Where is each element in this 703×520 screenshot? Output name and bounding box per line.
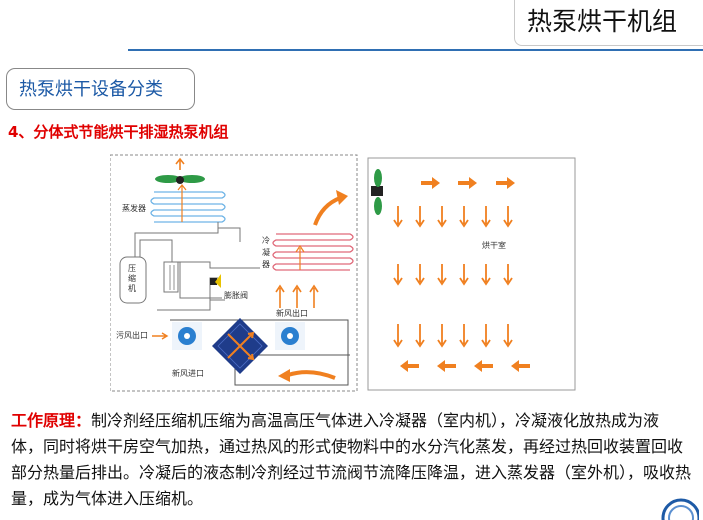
evaporator-inner-arrow: [177, 184, 187, 222]
heat-recovery-exchanger: [212, 318, 268, 374]
unit-frame: [110, 154, 358, 392]
exhaust-out-label: 污风出口: [116, 330, 148, 340]
working-principle-text: 制冷剂经压缩机压缩为高温高压气体进入冷凝器（室内机），冷凝液化放热成为液体，同时…: [11, 411, 692, 508]
drying-room-airflow-arrows: [393, 177, 530, 372]
expansion-valve-label: 膨胀阀: [224, 290, 248, 300]
condenser-label-2: 凝: [262, 247, 270, 257]
working-principle-label: 工作原理：: [11, 411, 92, 430]
fresh-air-up-arrows: [275, 284, 319, 308]
drying-room-frame: [367, 157, 576, 391]
heat-pump-diagram: 蒸发器 压 缩 机 膨胀阀 冷 凝 器 新风出口 污风出口: [110, 154, 576, 392]
working-principle: 工作原理：制冷剂经压缩机压缩为高温高压气体进入冷凝器（室内机），冷凝液化放热成为…: [11, 408, 691, 512]
exhaust-fan-icon: [172, 322, 202, 350]
compressor-label-3: 机: [128, 283, 136, 293]
compressor-label-1: 压: [128, 264, 136, 273]
fresh-air-out-label: 新风出口: [276, 308, 308, 318]
condenser-label-1: 冷: [262, 235, 270, 245]
condenser-label-3: 器: [262, 260, 270, 269]
condenser-inner-arrow: [295, 244, 305, 270]
exhaust-arrow: [152, 332, 169, 340]
evaporator-up-arrow: [175, 157, 185, 170]
evaporator-fan-icon: [155, 175, 205, 184]
page-title: 热泵烘干机组: [514, 0, 703, 46]
evaporator-coil: [150, 191, 226, 223]
compressor: [119, 256, 147, 304]
supply-fan-icon: [275, 322, 305, 350]
company-logo-icon: [661, 498, 699, 520]
hot-air-curve-arrow: [313, 196, 341, 226]
evaporator-label: 蒸发器: [122, 203, 146, 213]
header-divider: [128, 49, 703, 51]
category-label: 热泵烘干设备分类: [6, 68, 195, 110]
refrigerant-pipes: [134, 222, 260, 300]
separator: [163, 261, 179, 293]
expansion-valve-icon: [210, 274, 221, 288]
drying-room-fan-icon: [371, 169, 383, 215]
section-subtitle: 4、分体式节能烘干排湿热泵机组: [8, 123, 229, 141]
condenser-coil: [272, 233, 354, 271]
fresh-air-in-label: 新风进口: [172, 368, 204, 378]
drying-room-label: 烘干室: [482, 240, 506, 250]
return-air-curve-arrow: [287, 370, 336, 380]
compressor-label-2: 缩: [128, 273, 136, 283]
